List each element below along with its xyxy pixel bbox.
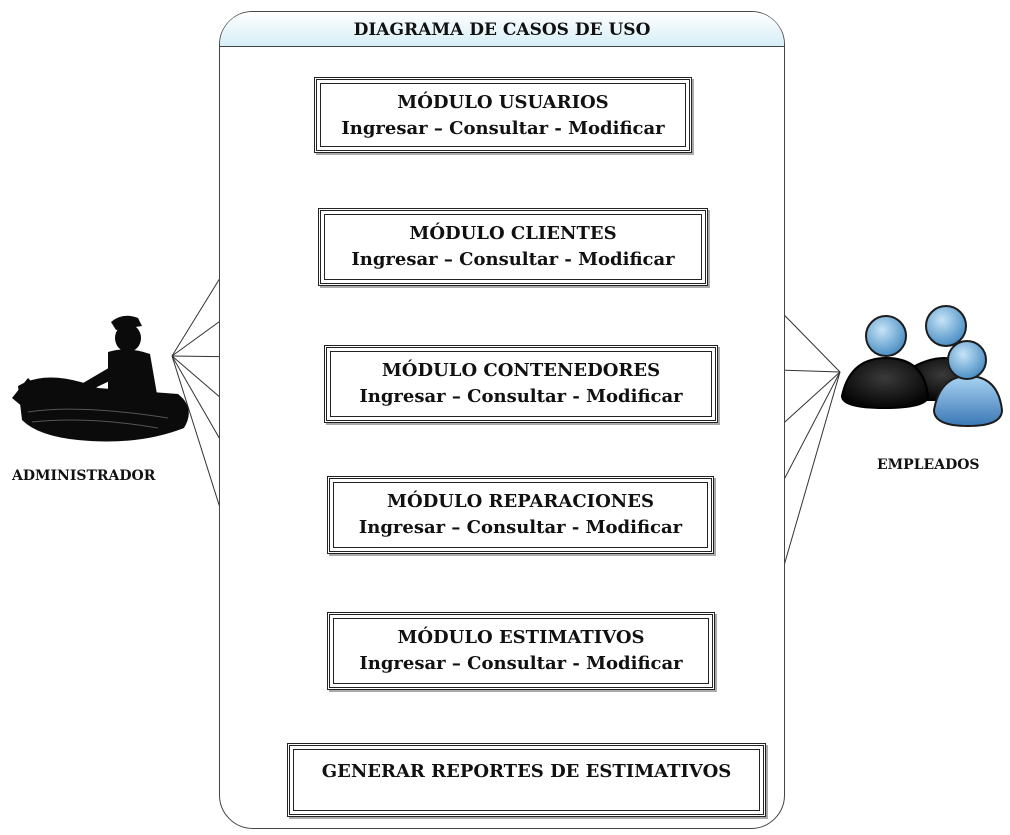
use-case-reparaciones: MÓDULO REPARACIONES Ingresar – Consultar… — [327, 476, 714, 554]
use-case-reportes: GENERAR REPORTES DE ESTIMATIVOS — [287, 743, 766, 817]
use-case-actions: Ingresar – Consultar - Modificar — [351, 249, 675, 270]
diagram-title: DIAGRAMA DE CASOS DE USO — [220, 12, 784, 47]
use-case-name: MÓDULO CLIENTES — [409, 223, 617, 244]
use-case-name: MÓDULO USUARIOS — [397, 92, 609, 113]
use-case-actions: Ingresar – Consultar - Modificar — [358, 517, 683, 538]
use-case-name: MÓDULO CONTENEDORES — [381, 360, 661, 381]
employees-label: EMPLEADOS — [877, 457, 980, 473]
use-case-name: MÓDULO ESTIMATIVOS — [397, 627, 645, 648]
administrator-label: ADMINISTRADOR — [12, 468, 156, 484]
use-case-estimativos: MÓDULO ESTIMATIVOS Ingresar – Consultar … — [327, 612, 715, 690]
use-case-clientes: MÓDULO CLIENTES Ingresar – Consultar - M… — [318, 208, 708, 286]
use-case-actions: Ingresar – Consultar - Modificar — [359, 653, 683, 674]
use-case-actions: Ingresar – Consultar - Modificar — [341, 118, 665, 139]
use-case-name: GENERAR REPORTES DE ESTIMATIVOS — [321, 761, 732, 782]
administrator-actor-icon — [12, 315, 189, 442]
use-case-name: MÓDULO REPARACIONES — [387, 491, 654, 512]
employees-actor-icon — [840, 305, 1004, 428]
use-case-contenedores: MÓDULO CONTENEDORES Ingresar – Consultar… — [324, 345, 718, 423]
use-case-usuarios: MÓDULO USUARIOS Ingresar – Consultar - M… — [314, 77, 692, 153]
use-case-actions: Ingresar – Consultar - Modificar — [359, 386, 683, 407]
